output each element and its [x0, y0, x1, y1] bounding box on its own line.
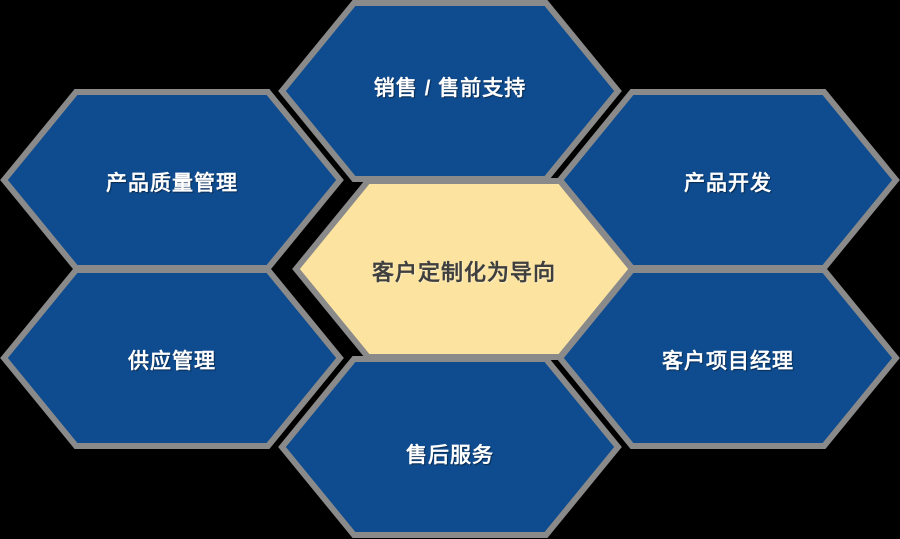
hexagon-shape-top[interactable] [278, 0, 622, 182]
hexagon-shape-bottom[interactable] [278, 356, 622, 538]
hexagon-shape-bottom-left[interactable] [0, 267, 344, 449]
hexagon-shape-center[interactable] [292, 178, 636, 360]
hexagon-shape-top-left[interactable] [0, 89, 344, 271]
